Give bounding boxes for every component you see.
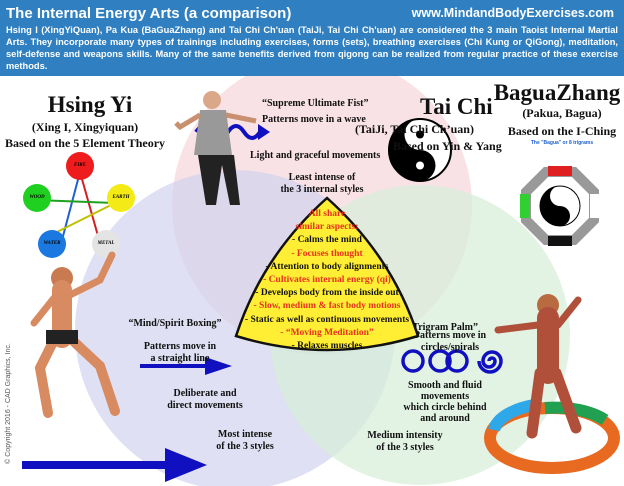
yin-yang-icon (388, 118, 452, 182)
taichi-alias: (TaiJi, Tai Chi Ch’uan) (355, 122, 474, 136)
shared-aspect-item: - Slow, medium & fast body motions (253, 301, 401, 312)
bagua-alias: (Pakua, Bagua) (522, 106, 602, 120)
bagua-diagram (520, 166, 600, 246)
hsingyi-title: Hsing Yi (47, 92, 133, 117)
straight-line-arrow-icon (140, 357, 232, 375)
hsingyi-figure (30, 251, 120, 418)
shared-aspect-item: - Cultivates internal energy (qi) (263, 275, 391, 286)
five-elements-diagram: FIRE EARTH METAL WATER WOOD (23, 152, 135, 258)
bagua-basis: Based on the I-Ching (507, 124, 617, 138)
shared-aspect-item: - Relaxes muscles (291, 341, 363, 352)
copyright: © Copyright 2016 - CAD Graphics, Inc. (4, 343, 12, 464)
bagua-title: BaguaZhang (493, 80, 621, 105)
svg-text:METAL: METAL (97, 241, 115, 246)
website-link[interactable]: www.MindandBodyExercises.com (411, 6, 614, 20)
intro-text: Hsing I (XingYiQuan), Pa Kua (BaGuaZhang… (6, 25, 618, 71)
page-title: The Internal Energy Arts (a comparison) (6, 5, 292, 22)
svg-text:EARTH: EARTH (112, 195, 131, 200)
header-banner: The Internal Energy Arts (a comparison) … (0, 0, 624, 76)
hsingyi-basis: Based on the 5 Element Theory (4, 136, 166, 150)
svg-text:FIRE: FIRE (74, 163, 87, 168)
taichi-basis: Based on Yin & Yang (393, 139, 502, 153)
shared-aspect-item: - Focuses thought (291, 248, 363, 259)
taichi-pattern: Patterns move in a wave (262, 114, 366, 125)
bagua-diagram-title: The "Bagua" or 8 trigrams (530, 140, 594, 146)
bottom-arrow-icon (22, 448, 207, 482)
shared-aspects-triangle (234, 196, 420, 352)
taichi-movement: Light and graceful movements (250, 150, 381, 161)
svg-text:WOOD: WOOD (29, 195, 45, 200)
bagua-nickname: “8 Trigram Palm” (400, 322, 478, 333)
shared-aspect-item: - Attention to body alignments (265, 261, 389, 272)
shared-aspects-list: All share similar aspects: - Calms the m… (232, 208, 422, 353)
taichi-title: Tai Chi (420, 94, 493, 119)
shared-aspect-item: - Static as well as continuous movements (244, 314, 410, 325)
taichi-figure (174, 91, 257, 205)
circles-spirals-icon (401, 349, 503, 374)
shared-aspect-item: - Calms the mind (292, 235, 362, 246)
shared-aspect-item: - “Moving Meditation” (280, 327, 374, 338)
hsingyi-nickname: “Mind/Spirit Boxing” (128, 318, 222, 329)
shared-aspect-item: - Develops body from the inside out (255, 288, 399, 299)
svg-text:WATER: WATER (44, 241, 62, 246)
taichi-nickname: “Supreme Ultimate Fist” (262, 98, 369, 109)
bagua-figure (494, 294, 582, 439)
hsingyi-alias: (Xing I, Xingyiquan) (31, 120, 139, 134)
